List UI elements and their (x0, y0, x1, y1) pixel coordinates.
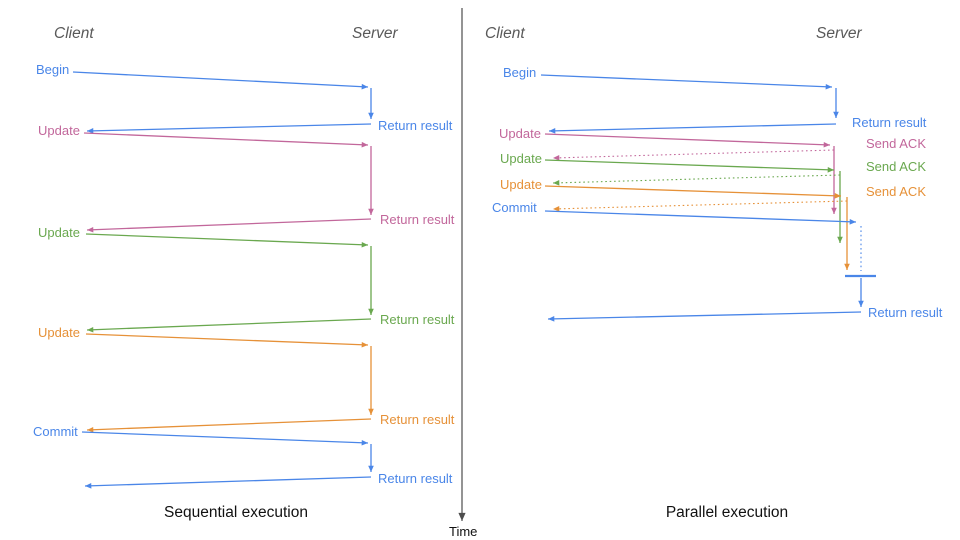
right-begin-response-label: Return result (852, 115, 927, 130)
right-update1-label: Update (499, 126, 541, 141)
right-commit-response-label: Return result (868, 305, 943, 320)
left-update2-label: Update (38, 225, 80, 240)
right-update3-label: Update (500, 177, 542, 192)
left-begin-return-arrow (86, 123, 372, 134)
right-update1-request-arrow (544, 133, 831, 148)
parallel-caption: Parallel execution (666, 504, 788, 521)
right-update2-ack-arrow (552, 174, 841, 186)
left-update3-response-label: Return result (380, 412, 455, 427)
left-commit-response-label: Return result (378, 471, 453, 486)
time-axis: Time (449, 8, 477, 539)
left-client-header: Client (54, 25, 94, 42)
right-update2-label: Update (500, 151, 542, 166)
right-begin-label: Begin (503, 65, 536, 80)
sequential-caption: Sequential execution (164, 504, 308, 521)
left-update2-request-arrow (85, 233, 369, 248)
left-update1-request-arrow (83, 132, 369, 148)
right-update1-response-label: Send ACK (866, 136, 926, 151)
left-begin-label: Begin (36, 62, 69, 77)
left-update1-response-label: Return result (380, 212, 455, 227)
left-update3-return-arrow (86, 418, 372, 433)
right-server-header: Server (816, 25, 862, 42)
right-begin-return-arrow (548, 123, 837, 134)
left-commit-return-arrow (84, 476, 372, 489)
left-update1-label: Update (38, 123, 80, 138)
right-update2-response-label: Send ACK (866, 159, 926, 174)
left-begin-request-arrow (72, 71, 369, 90)
left-update2-response-label: Return result (380, 312, 455, 327)
right-client-header: Client (485, 25, 525, 42)
right-begin-request-arrow (540, 74, 833, 90)
left-update1-return-arrow (86, 218, 372, 233)
right-commit-request-arrow (544, 210, 857, 225)
right-update2-request-arrow (544, 159, 835, 173)
right-update3-request-arrow (544, 185, 842, 199)
right-commit-return-arrow (547, 311, 862, 322)
left-update3-request-arrow (85, 333, 369, 348)
right-update3-ack-arrow (552, 200, 848, 212)
right-update1-ack-arrow (552, 149, 835, 161)
parallel-panel: Client Server Begin Return result Update… (485, 25, 943, 521)
sequential-panel: Client Server Begin Return result Update… (33, 25, 455, 521)
left-commit-label: Commit (33, 424, 78, 439)
left-commit-request-arrow (81, 431, 369, 446)
time-axis-label: Time (449, 524, 477, 539)
left-update2-return-arrow (86, 318, 372, 333)
left-server-header: Server (352, 25, 398, 42)
right-update3-response-label: Send ACK (866, 184, 926, 199)
left-begin-response-label: Return result (378, 118, 453, 133)
left-update3-label: Update (38, 325, 80, 340)
right-commit-label: Commit (492, 200, 537, 215)
